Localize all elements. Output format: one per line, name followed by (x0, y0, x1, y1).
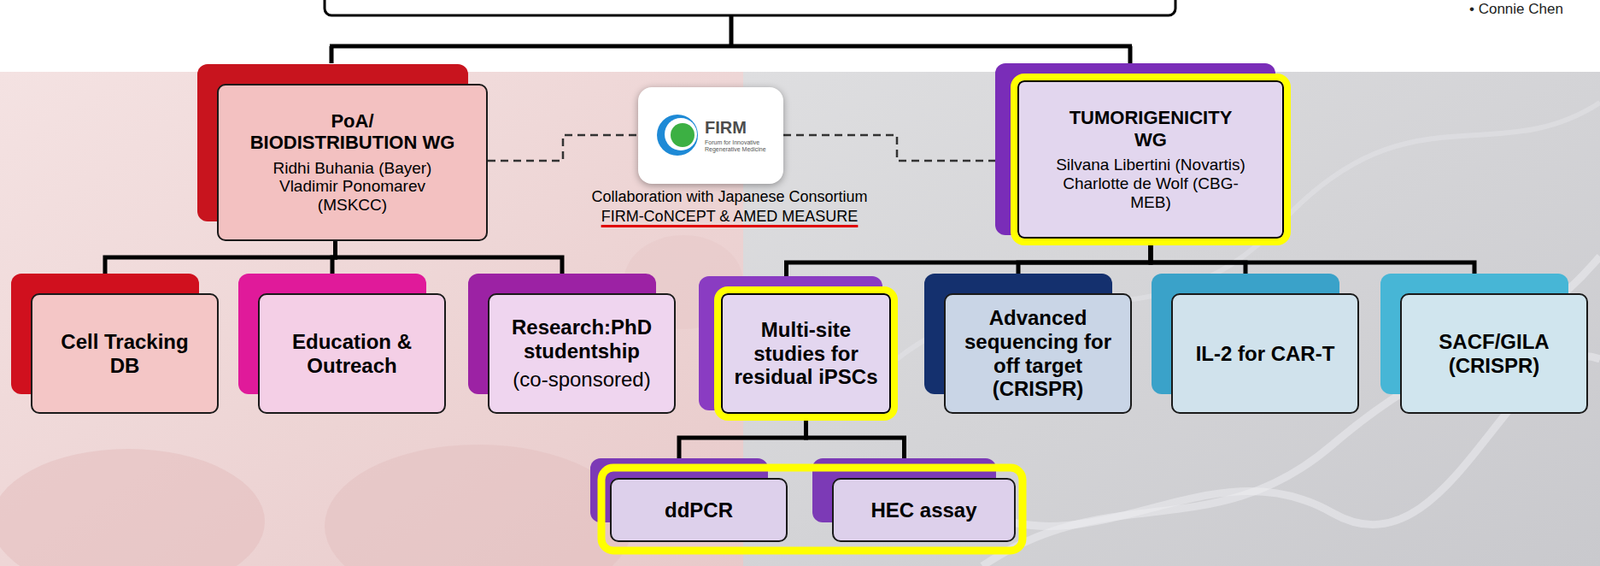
top-box (324, 0, 1176, 16)
task-box: Education & Outreach (257, 293, 446, 414)
logo-box: FIRMForum for Innovative Regenerative Me… (638, 87, 784, 184)
box-subtext: (co-sponsored) (512, 367, 651, 392)
working-group-box: PoA/ BIODISTRIBUTION WGRidhi Buhania (Ba… (216, 83, 488, 241)
box-title: HEC assay (870, 498, 977, 522)
box-title: TUMORIGENICITY WG (1052, 106, 1249, 151)
dashed-connector (783, 134, 1011, 161)
box-subtext: Ridhi Buhania (Bayer) Vladimir Ponomarev… (260, 158, 445, 216)
box-subtext: Silvana Libertini (Novartis) Charlotte d… (1048, 155, 1254, 212)
logo-ring (656, 114, 698, 156)
cell-illustration (0, 448, 265, 566)
collaboration-note: Collaboration with Japanese Consortium (591, 187, 868, 207)
box-subtext: Forum for Innovative Regenerative Medici… (704, 139, 774, 153)
box-title: PoA/ BIODISTRIBUTION WG (247, 110, 458, 154)
box-title: Research:PhD studentship (501, 315, 663, 363)
logo-dot (670, 123, 695, 147)
box-title: Advanced sequencing for off target (CRIS… (957, 305, 1119, 400)
box-title: ddPCR (664, 498, 733, 522)
assay-box: HEC assay (832, 477, 1016, 542)
box-title: Multi-site studies for residual iPSCs (727, 317, 885, 389)
task-box: Multi-site studies for residual iPSCs (714, 286, 898, 421)
cell-illustration (324, 444, 633, 566)
task-box: Advanced sequencing for off target (CRIS… (943, 293, 1132, 414)
dashed-connector (487, 134, 639, 161)
task-box: Cell Tracking DB (30, 293, 219, 414)
task-box: IL-2 for CAR-T (1171, 293, 1360, 414)
presenter-name: • Connie Chen (1469, 0, 1564, 18)
box-title: Education & Outreach (271, 329, 433, 377)
box-title: FIRM (704, 117, 747, 138)
task-box: SACF/GILA (CRISPR) (1400, 293, 1589, 414)
box-title: SACF/GILA (CRISPR) (1413, 329, 1575, 377)
box-title: Cell Tracking DB (44, 329, 206, 377)
assay-box: ddPCR (609, 477, 788, 542)
working-group-box: TUMORIGENICITY WGSilvana Libertini (Nova… (1010, 73, 1291, 246)
consortium-name: FIRM-CoNCEPT & AMED MEASURE (601, 207, 859, 227)
tree-line (329, 15, 1132, 64)
box-title: IL-2 for CAR-T (1195, 341, 1336, 366)
highlight-outline (601, 467, 1023, 551)
task-box: Research:PhD studentship (co-sponsored) (487, 293, 676, 414)
logo-symbol (638, 87, 704, 184)
logo-ring (664, 117, 698, 151)
